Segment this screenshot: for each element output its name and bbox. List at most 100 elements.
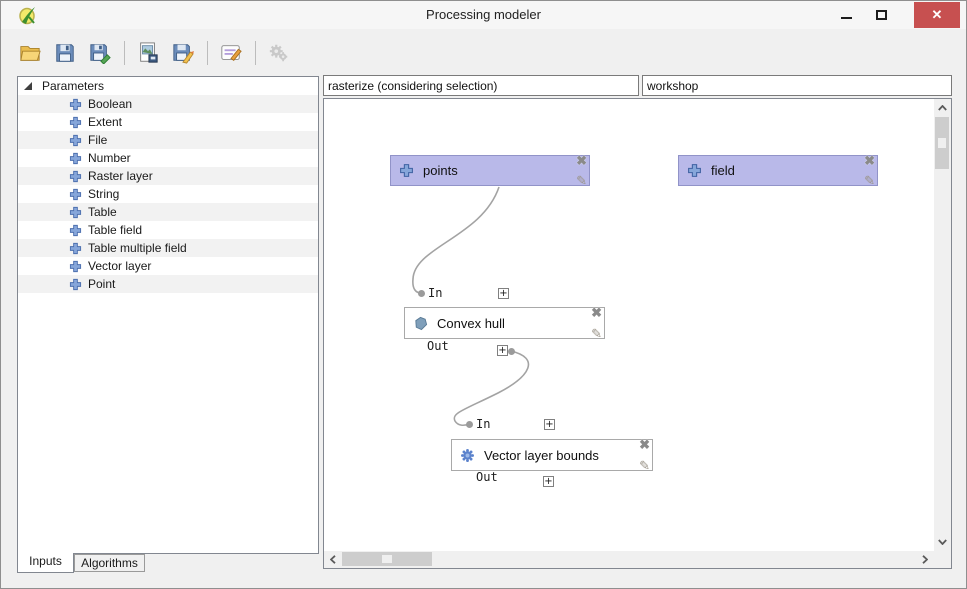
- run-model-button[interactable]: [264, 38, 294, 68]
- expand-in-button[interactable]: +: [544, 419, 555, 430]
- vlb-out-label: Out: [476, 470, 498, 484]
- tree-item-table-field[interactable]: Table field: [18, 221, 318, 239]
- tree-item-label: Vector layer: [88, 259, 151, 273]
- tree-root-parameters[interactable]: Parameters: [18, 77, 318, 95]
- vector-layer-bounds-icon: [460, 448, 475, 463]
- node-label: points: [423, 163, 458, 178]
- edit-node-icon[interactable]: ✎: [591, 327, 602, 340]
- export-as-image-icon: [137, 42, 159, 64]
- toolbar: [1, 33, 966, 73]
- add-parameter-icon: [69, 170, 82, 183]
- add-parameter-icon: [69, 260, 82, 273]
- save-as-python-button[interactable]: [168, 38, 198, 68]
- expand-out-button[interactable]: +: [543, 476, 554, 487]
- add-parameter-icon: [69, 278, 82, 291]
- minimize-icon: [841, 17, 852, 19]
- scroll-grip: [382, 555, 392, 563]
- in-port-dot: [418, 290, 425, 297]
- tree-item-label: Extent: [88, 115, 122, 129]
- tree-item-extent[interactable]: Extent: [18, 113, 318, 131]
- tree-item-boolean[interactable]: Boolean: [18, 95, 318, 113]
- convex-hull-in-label: In: [428, 286, 442, 300]
- delete-node-icon[interactable]: ✖: [864, 154, 875, 168]
- node-label: field: [711, 163, 735, 178]
- save-model-as-icon: [89, 42, 111, 64]
- input-node-points[interactable]: points ✖ ✎: [390, 155, 590, 186]
- delete-node-icon[interactable]: ✖: [639, 438, 650, 452]
- tab-inputs[interactable]: Inputs: [17, 553, 74, 573]
- expand-in-button[interactable]: +: [498, 288, 509, 299]
- tree-item-label: Raster layer: [88, 169, 153, 183]
- model-canvas[interactable]: points ✖ ✎ field ✖ ✎ In +: [323, 98, 952, 569]
- out-port-dot: [508, 348, 515, 355]
- close-button[interactable]: ✕: [914, 2, 960, 28]
- canvas-viewport[interactable]: points ✖ ✎ field ✖ ✎ In +: [324, 99, 934, 551]
- scroll-right-button[interactable]: [917, 551, 933, 567]
- model-group-input[interactable]: [642, 75, 952, 96]
- scroll-left-button[interactable]: [325, 551, 341, 567]
- vlb-in-label: In: [476, 417, 490, 431]
- minimize-button[interactable]: [831, 1, 861, 28]
- save-model-as-button[interactable]: [85, 38, 115, 68]
- tree-item-label: Table: [88, 205, 117, 219]
- convex-hull-icon: [413, 316, 428, 331]
- tree-item-label: Table multiple field: [88, 241, 187, 255]
- titlebar: Processing modeler ✕: [1, 1, 966, 29]
- tree-item-number[interactable]: Number: [18, 149, 318, 167]
- parameters-tree-panel: Parameters Boolean Extent File Number Ra…: [17, 76, 319, 554]
- node-label: Vector layer bounds: [484, 448, 599, 463]
- tree-root-label: Parameters: [42, 79, 104, 93]
- toolbar-separator: [124, 41, 125, 65]
- edit-node-icon[interactable]: ✎: [639, 459, 650, 472]
- toolbar-separator: [255, 41, 256, 65]
- open-model-button[interactable]: [15, 38, 45, 68]
- horizontal-scrollbar[interactable]: [325, 551, 933, 567]
- tree-item-label: Table field: [88, 223, 142, 237]
- tree-item-label: Point: [88, 277, 115, 291]
- algorithm-node-vector-layer-bounds[interactable]: Vector layer bounds ✖ ✎: [451, 439, 653, 471]
- tab-algorithms[interactable]: Algorithms: [74, 554, 145, 572]
- expand-out-button[interactable]: +: [497, 345, 508, 356]
- tree-item-point[interactable]: Point: [18, 275, 318, 293]
- tree-item-table-multiple-field[interactable]: Table multiple field: [18, 239, 318, 257]
- vertical-scrollbar[interactable]: [934, 100, 950, 550]
- edit-node-icon[interactable]: ✎: [864, 174, 875, 187]
- add-parameter-icon: [69, 152, 82, 165]
- convex-hull-out-label: Out: [427, 339, 449, 353]
- scroll-grip: [938, 138, 946, 148]
- horizontal-scroll-thumb[interactable]: [342, 552, 432, 566]
- model-name-input[interactable]: [323, 75, 639, 96]
- scroll-up-button[interactable]: [934, 100, 950, 116]
- edit-node-icon[interactable]: ✎: [576, 174, 587, 187]
- maximize-icon: [876, 10, 887, 20]
- delete-node-icon[interactable]: ✖: [591, 306, 602, 320]
- maximize-button[interactable]: [866, 1, 896, 28]
- tree-item-raster-layer[interactable]: Raster layer: [18, 167, 318, 185]
- add-input-icon: [687, 163, 702, 178]
- add-input-icon: [399, 163, 414, 178]
- add-parameter-icon: [69, 98, 82, 111]
- delete-node-icon[interactable]: ✖: [576, 154, 587, 168]
- add-parameter-icon: [69, 242, 82, 255]
- edit-model-help-icon: [220, 42, 242, 64]
- window-title: Processing modeler: [1, 7, 966, 22]
- tree-item-string[interactable]: String: [18, 185, 318, 203]
- tree-item-vector-layer[interactable]: Vector layer: [18, 257, 318, 275]
- tree-item-label: String: [88, 187, 119, 201]
- save-model-icon: [54, 42, 76, 64]
- add-parameter-icon: [69, 116, 82, 129]
- save-model-button[interactable]: [50, 38, 80, 68]
- input-node-field[interactable]: field ✖ ✎: [678, 155, 878, 186]
- export-as-image-button[interactable]: [133, 38, 163, 68]
- edit-model-help-button[interactable]: [216, 38, 246, 68]
- tree-item-label: Number: [88, 151, 131, 165]
- save-as-python-icon: [172, 42, 194, 64]
- scroll-down-button[interactable]: [934, 534, 950, 550]
- tree-item-table[interactable]: Table: [18, 203, 318, 221]
- toolbar-separator: [207, 41, 208, 65]
- tree-item-file[interactable]: File: [18, 131, 318, 149]
- vertical-scroll-thumb[interactable]: [935, 117, 949, 169]
- tree-collapse-icon[interactable]: [24, 82, 32, 90]
- algorithm-node-convex-hull[interactable]: Convex hull ✖ ✎: [404, 307, 605, 339]
